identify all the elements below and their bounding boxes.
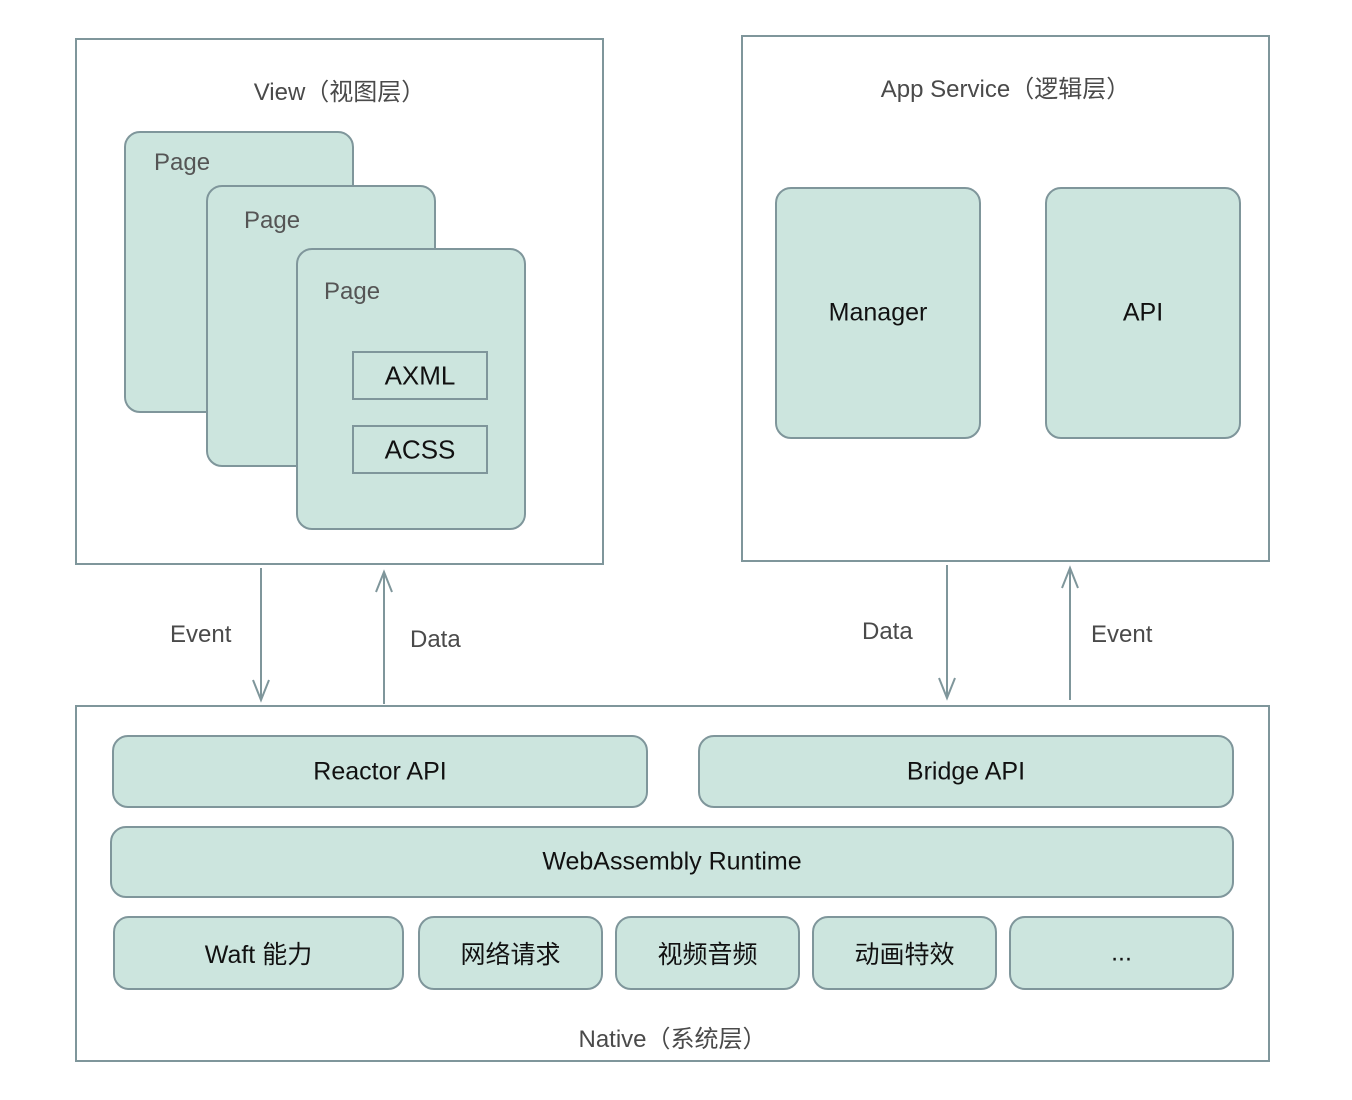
reactor-api-label: Reactor API (313, 757, 447, 785)
left-data-label: Data (410, 626, 461, 653)
capability-box-network: 网络请求 (418, 916, 603, 990)
acss-box: ACSS (352, 425, 488, 474)
page-label: Page (154, 149, 211, 176)
bridge-api-label: Bridge API (906, 757, 1026, 785)
capability-label: 视频音频 (657, 941, 758, 969)
capability-label: Waft 能力 (204, 941, 313, 969)
native-layer-title: Native（系统层） (578, 1026, 767, 1053)
capability-box-media: 视频音频 (615, 916, 800, 990)
webassembly-runtime-label: WebAssembly Runtime (542, 847, 802, 876)
axml-box: AXML (352, 351, 488, 400)
right-event-label: Event (1091, 621, 1153, 648)
capability-box-waft: Waft 能力 (113, 916, 404, 990)
left-event-arrow-down (252, 568, 270, 703)
bridge-api-box: Bridge API (698, 735, 1234, 808)
page-label: Page (244, 207, 301, 234)
capability-label: ... (1111, 938, 1132, 967)
page-card-3: Page AXML ACSS (296, 248, 526, 530)
manager-box: Manager (775, 187, 981, 439)
manager-label: Manager (828, 298, 928, 327)
right-data-label: Data (862, 618, 913, 645)
api-label: API (1122, 298, 1164, 327)
reactor-api-box: Reactor API (112, 735, 648, 808)
right-data-arrow-down (938, 565, 956, 701)
api-box: API (1045, 187, 1241, 439)
capability-label: 网络请求 (460, 941, 561, 969)
capability-label: 动画特效 (854, 941, 955, 969)
right-event-arrow-up (1061, 565, 1079, 700)
capability-box-more: ... (1009, 916, 1234, 990)
axml-label: AXML (384, 360, 456, 390)
webassembly-runtime-box: WebAssembly Runtime (110, 826, 1234, 898)
view-layer-title: View（视图层） (253, 79, 426, 106)
capability-box-animation: 动画特效 (812, 916, 997, 990)
acss-label: ACSS (384, 434, 456, 464)
left-event-label: Event (170, 621, 232, 648)
app-service-layer-title: App Service（逻辑层） (880, 76, 1131, 103)
page-label: Page (324, 278, 381, 305)
left-data-arrow-up (375, 569, 393, 704)
